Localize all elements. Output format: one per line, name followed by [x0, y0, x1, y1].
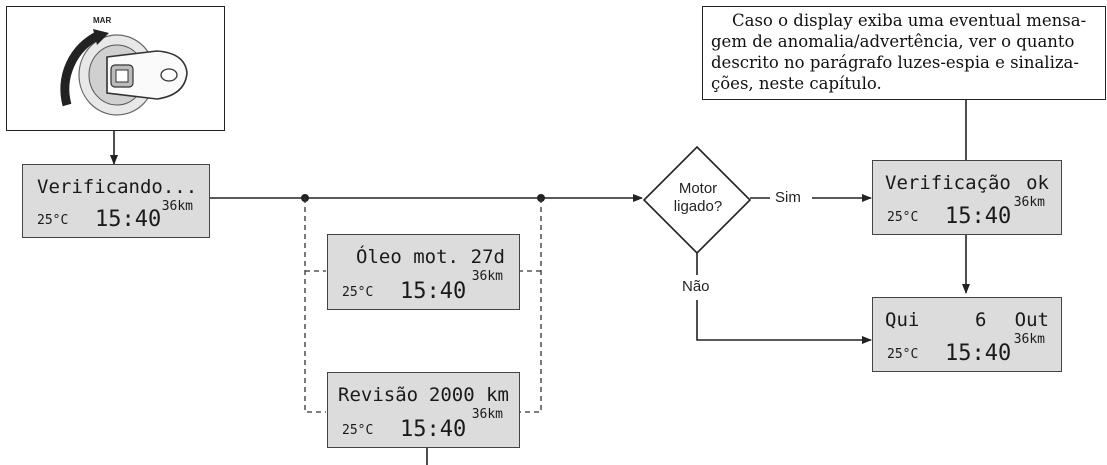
display-value: 27d	[471, 246, 505, 268]
display-temperature: 25°C	[342, 423, 373, 438]
decision-line-2: ligado?	[665, 198, 731, 216]
display-day: Qui	[885, 309, 919, 331]
ignition-key-icon: MAR	[7, 7, 223, 129]
display-temperature: 25°C	[887, 347, 918, 362]
display-odometer: 36km	[162, 199, 193, 214]
dashed-branch-left	[305, 198, 326, 412]
arrow-no-path	[697, 300, 871, 340]
display-odometer: 36km	[472, 407, 503, 422]
decision-line-1: Motor	[665, 180, 731, 198]
display-message: Revisão	[338, 384, 418, 406]
display-time: 15:40	[95, 207, 161, 232]
display-message: Verificando...	[37, 176, 197, 198]
display-month: Out	[1015, 309, 1049, 331]
display-odometer: 36km	[472, 269, 503, 284]
note-line: Caso o display exiba uma eventual mensa-	[711, 10, 1097, 31]
ignition-key-illustration: MAR	[6, 6, 225, 131]
display-date: Qui 6 Out 25°C 15:40 36km	[872, 297, 1062, 372]
display-time: 15:40	[945, 204, 1011, 229]
display-odometer: 36km	[1014, 195, 1045, 210]
note-line: gem de anomalia/advertência, ver o quant…	[711, 31, 1097, 52]
no-label: Não	[680, 278, 712, 295]
display-verification-ok: Verificação ok 25°C 15:40 36km	[872, 160, 1062, 235]
display-service: Revisão 2000 km 25°C 15:40 36km	[327, 372, 520, 448]
display-value: ok	[1026, 172, 1049, 194]
display-message: Óleo mot.	[356, 246, 459, 268]
display-time: 15:40	[400, 279, 466, 304]
display-temperature: 25°C	[342, 285, 373, 300]
display-value: 2000 km	[429, 384, 509, 406]
display-time: 15:40	[945, 341, 1011, 366]
display-oil: Óleo mot. 27d 25°C 15:40 36km	[327, 234, 520, 310]
ignition-label: MAR	[93, 16, 111, 25]
note-line: descrito no parágrafo luzes-espia e sina…	[711, 52, 1097, 73]
note-box: Caso o display exiba uma eventual mensa-…	[702, 6, 1106, 100]
dashed-branch-right	[520, 198, 541, 412]
display-temperature: 25°C	[37, 213, 68, 228]
display-checking: Verificando... 25°C 15:40 36km	[22, 164, 210, 238]
yes-label: Sim	[772, 189, 804, 206]
display-day-number: 6	[975, 309, 986, 331]
decision-label: Motor ligado?	[665, 180, 731, 216]
display-temperature: 25°C	[887, 210, 918, 225]
display-odometer: 36km	[1014, 332, 1045, 347]
note-line: ções, neste capítulo.	[711, 73, 1097, 94]
display-message: Verificação	[885, 172, 1011, 194]
display-time: 15:40	[400, 417, 466, 442]
